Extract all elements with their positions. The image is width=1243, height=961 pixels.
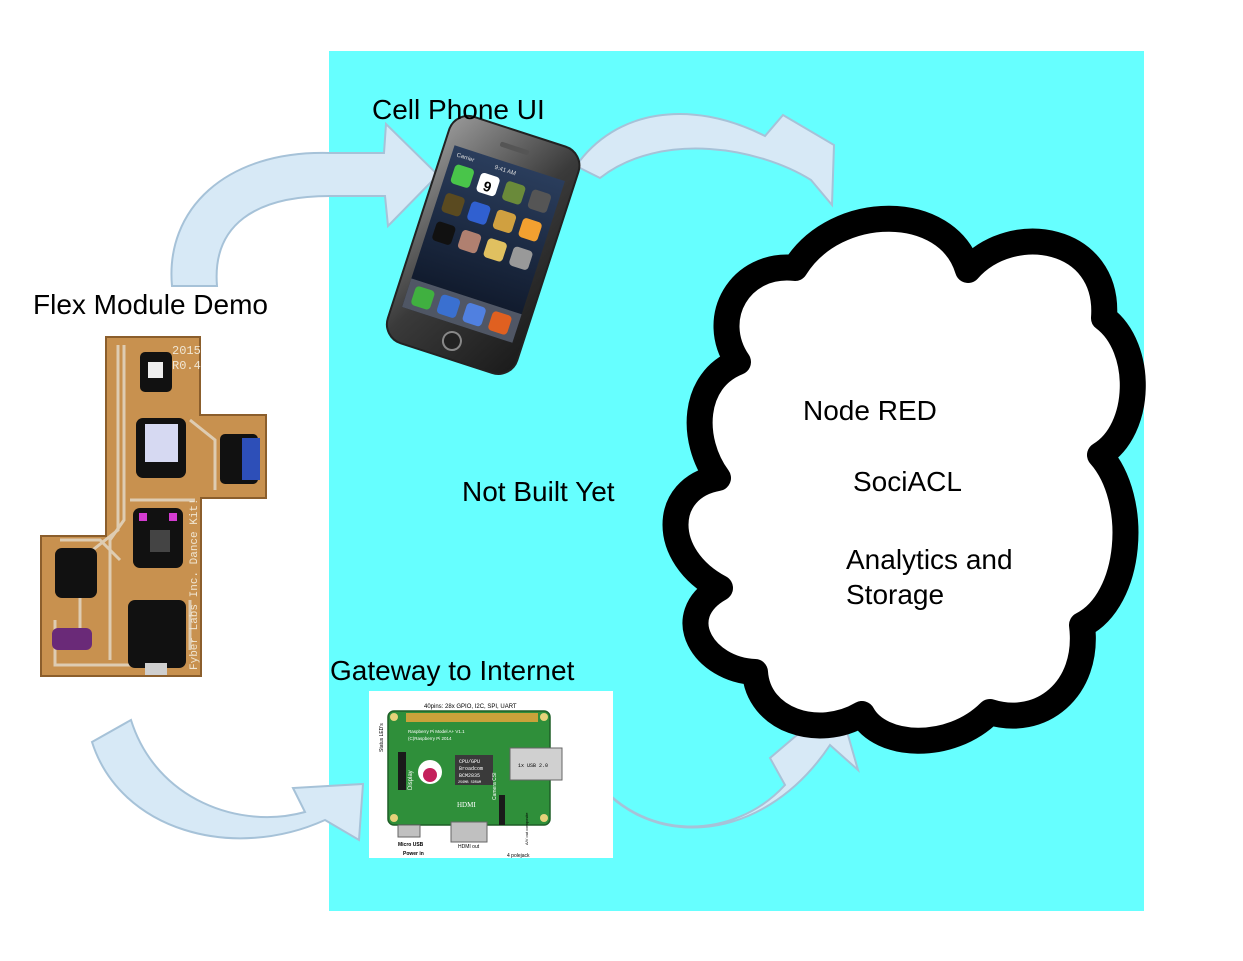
pi-cpu-model: BCM2835: [459, 773, 480, 779]
pi-hdmi: HDMI: [457, 801, 476, 809]
cell-phone-image: Carrier 9:41 AM 9: [385, 114, 581, 375]
pi-cpu-vendor: Broadcom: [459, 766, 483, 772]
arrow-flex-to-phone: [170, 121, 440, 287]
pi-camera: Camera CSI: [492, 772, 498, 800]
pcb-vertical-text: Fyber Labs Inc. Dance Kit!: [189, 498, 201, 670]
pi-hdmi-out: HDMI out: [458, 844, 480, 850]
cloud-label-analytics: Analytics and: [846, 544, 1013, 575]
cloud-label-node-red: Node RED: [803, 395, 937, 426]
arrow-phone-to-cloud: [574, 113, 836, 208]
label-not-built: Not Built Yet: [462, 476, 615, 507]
cloud-shape: [662, 205, 1146, 754]
flex-module-pcb: [40, 336, 267, 677]
label-gateway: Gateway to Internet: [330, 655, 575, 686]
raspberry-pi-image: [369, 691, 613, 858]
cloud-label-sociacl: SociACL: [853, 466, 962, 497]
pi-status-leds: Status LED's: [379, 723, 385, 752]
pi-board-name: Raspberry Pi Model A+ V1.1: [408, 729, 465, 734]
pcb-revision: R0.4: [172, 359, 201, 373]
pi-audio: 4 polejack: [507, 853, 530, 859]
phone-carrier: Carrier: [456, 153, 475, 164]
pcb-year: 2015: [172, 344, 201, 358]
pi-cpu: CPU/GPU: [459, 759, 480, 765]
cloud-label-storage: Storage: [846, 579, 945, 610]
label-flex-module: Flex Module Demo: [33, 289, 268, 320]
label-cell-phone: Cell Phone UI: [372, 94, 545, 125]
pi-av-out: A/V out composite: [524, 812, 529, 845]
pi-display: Display: [408, 770, 414, 790]
pi-power: Micro USB: [398, 842, 424, 848]
pi-usb: 1x USB 2.0: [518, 763, 548, 769]
pi-power-in: Power in: [403, 851, 424, 857]
arrow-flex-to-gateway: [90, 718, 365, 842]
pi-ram: 256MB SDRAM: [458, 781, 481, 785]
pi-copyright: (C)Raspberry Pi 2014: [408, 736, 452, 741]
pi-header-label: 40pins: 28x GPIO, I2C, SPI, UART: [424, 704, 517, 710]
